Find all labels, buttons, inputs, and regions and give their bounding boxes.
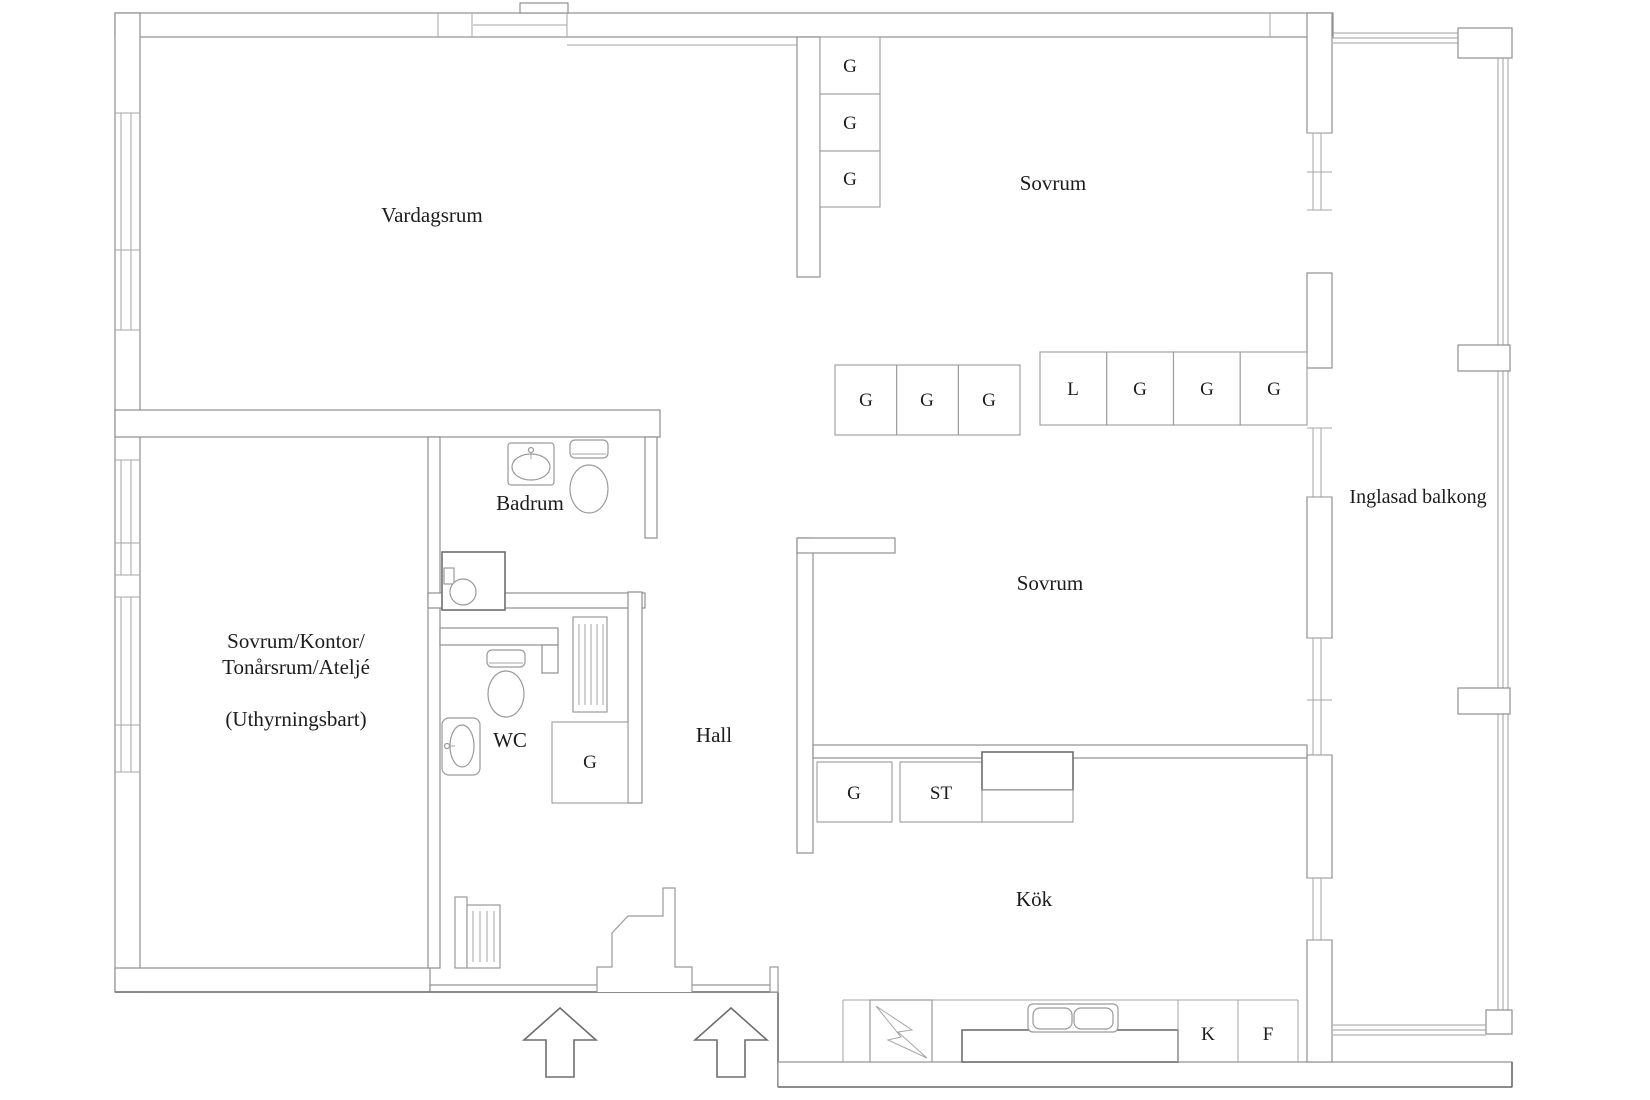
sovrum-mid-west-wall [796, 537, 814, 854]
left-room-east-wall [427, 436, 441, 969]
shower-icon [441, 551, 506, 611]
outer-walls [114, 2, 1513, 1088]
freezer-label: F [1263, 1024, 1274, 1045]
dresser [981, 789, 1074, 823]
stove-icon [869, 999, 933, 1063]
glazing-post [1457, 344, 1511, 372]
kitchen-fixtures: K F [842, 999, 1299, 1063]
vardagsrum-east-wall [796, 36, 821, 278]
kitchen-sink-icon [1027, 1003, 1119, 1033]
badrum-east-wall [644, 436, 658, 539]
sink-icon [507, 442, 555, 486]
top-wall-bump [519, 2, 569, 14]
balcony-glazing [1333, 27, 1513, 1036]
wc-fixtures [441, 649, 526, 776]
room-labels: Vardagsrum Sovrum Sovrum/Kontor/ Tonårsr… [222, 171, 1487, 911]
closet-label: G [583, 752, 597, 773]
closet-label: G [920, 390, 934, 411]
closet-label: G [1133, 379, 1147, 400]
sovrum-mid-north-stub [796, 537, 896, 554]
window [115, 112, 140, 331]
closet-label: G [843, 56, 857, 77]
room-label-sovrum-top: Sovrum [1020, 171, 1087, 195]
hall-closet-wall [627, 591, 643, 804]
closet-label: G [1200, 379, 1214, 400]
radiator-icon [572, 616, 608, 713]
vardagsrum-south-wall [114, 409, 661, 438]
room-label-kok: Kök [1016, 887, 1053, 911]
right-wall [1306, 939, 1333, 1063]
worktop [961, 1029, 1179, 1063]
closet-label: G [982, 390, 996, 411]
ventilation-shaft [596, 887, 693, 992]
right-wall [1306, 496, 1333, 639]
closet-label: L [1067, 379, 1079, 400]
glazing-post [1485, 1009, 1513, 1035]
right-wall [1306, 754, 1333, 879]
wc-north-wall [439, 627, 559, 646]
badrum-fixtures [441, 439, 609, 611]
room-label-balkong: Inglasad balkong [1349, 486, 1486, 508]
toilet-icon [486, 649, 526, 718]
right-wall [1306, 12, 1333, 134]
room-label-hall: Hall [696, 723, 732, 747]
room-label-left-room-2: Tonårsrum/Ateljé [222, 655, 370, 679]
radiator-icon [454, 896, 501, 969]
entry-arrow-icon [692, 1006, 770, 1078]
window [1307, 877, 1332, 941]
entry-arrow-icon [521, 1006, 599, 1078]
bottom-wall-left [114, 967, 431, 993]
window [115, 596, 140, 773]
room-label-wc: WC [493, 728, 527, 752]
room-label-badrum: Badrum [496, 491, 564, 515]
room-label-left-room-3: (Uthyrningsbart) [225, 707, 366, 731]
glazing-post [1457, 687, 1511, 715]
toilet-icon [569, 439, 609, 514]
bottom-wall-kitchen [777, 1061, 1513, 1088]
interior-walls [114, 36, 1308, 969]
right-wall [1306, 272, 1333, 369]
glazing-post [1457, 27, 1513, 59]
closet-label: ST [930, 783, 953, 804]
top-wall [114, 12, 1334, 38]
entry-area [521, 887, 779, 1078]
window [115, 459, 140, 576]
closet-label: G [847, 783, 861, 804]
closet-label: G [859, 390, 873, 411]
closet-label: G [843, 113, 857, 134]
wc-east-stub [541, 644, 559, 674]
window [1307, 427, 1332, 498]
lightning-icon [875, 1005, 928, 1059]
closet-label: G [1267, 379, 1281, 400]
closet-label: G [843, 169, 857, 190]
window [1307, 637, 1332, 756]
room-label-left-room-1: Sovrum/Kontor/ [227, 629, 365, 653]
room-label-sovrum-mid: Sovrum [1017, 571, 1084, 595]
fridge-label: K [1201, 1024, 1215, 1045]
room-label-vardagsrum: Vardagsrum [381, 203, 482, 227]
sink-icon [441, 717, 481, 776]
window [1307, 132, 1332, 211]
closets: G G G G G G L G G G G G ST [551, 36, 1308, 823]
dresser [981, 751, 1074, 791]
